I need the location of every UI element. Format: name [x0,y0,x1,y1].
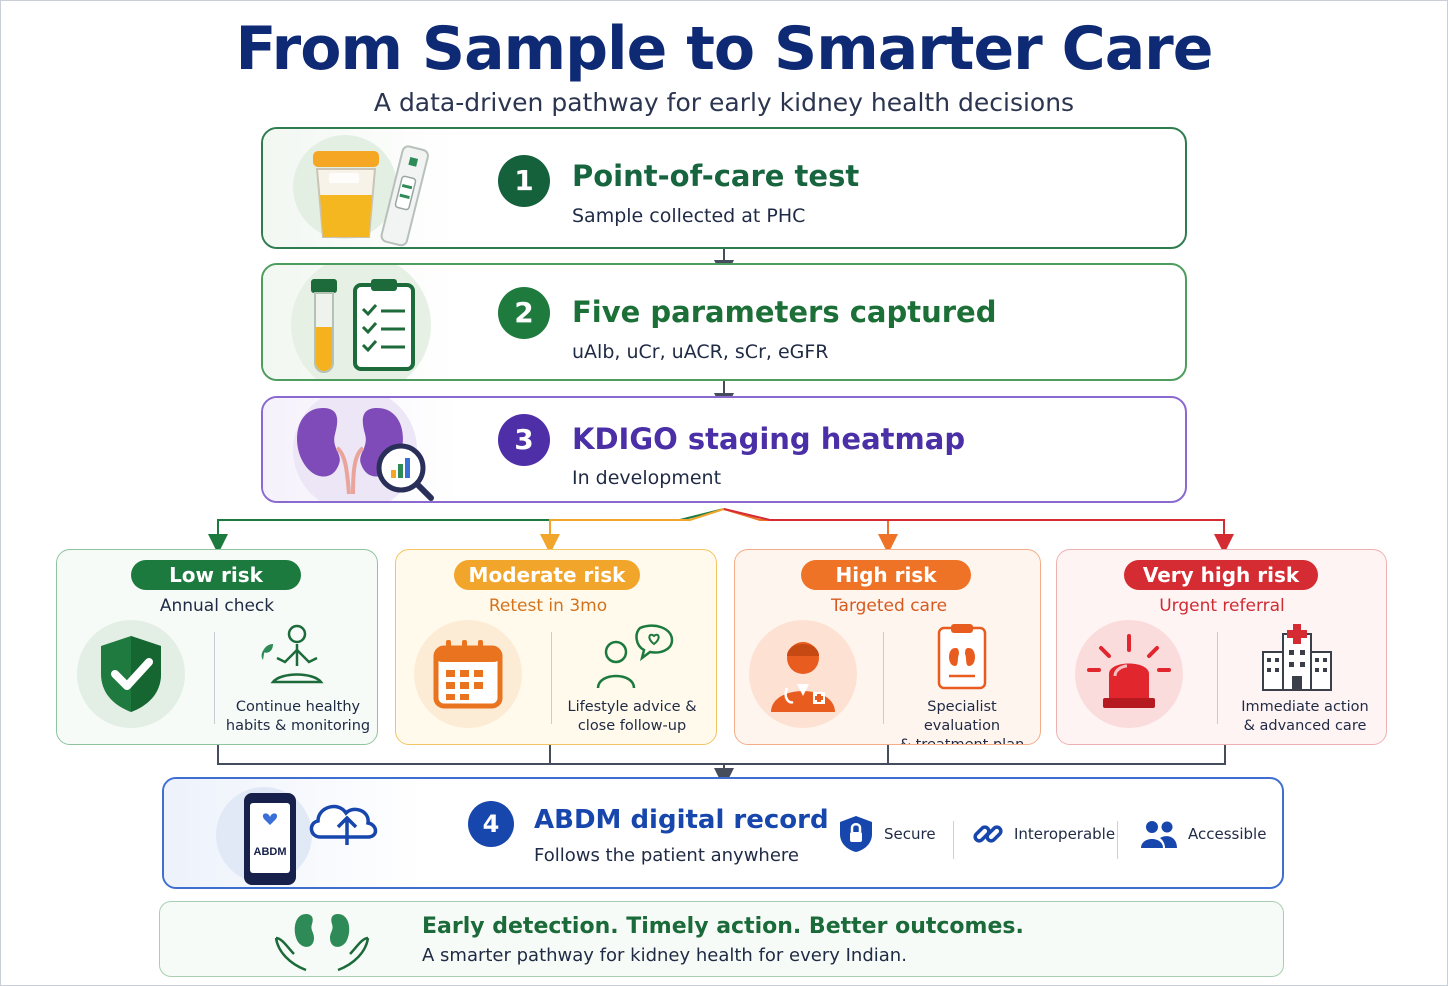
phone-cloud-upload-icon: ABDM [216,787,378,885]
link-icon [973,825,1003,843]
risk-action-text: Lifestyle advice & close follow-up [567,699,697,734]
risk-badge: Low risk [131,560,301,590]
step-description: Sample collected at PHC [572,205,806,227]
feature-separator [953,821,954,859]
step-icon-panel: ABDM [164,779,424,887]
feature-interoperable: Interoperable [972,817,1115,851]
risk-subtitle: Retest in 3mo [488,596,608,616]
step-number-badge: 3 [498,414,550,466]
footer-banner: Early detection. Timely action. Better o… [159,901,1284,977]
person-chat-icon [594,622,674,692]
test-tube-clipboard-icon [291,265,431,379]
risk-badge: Moderate risk [454,560,640,590]
calendar-icon [414,620,522,728]
hospital-icon [1257,622,1337,692]
risk-action-text: Continue healthy habits & monitoring [225,699,371,734]
risk-card-high: High risk Targeted care Specialist evalu… [734,549,1041,745]
urine-cup-test-strip-icon [293,135,429,247]
step-point-of-care-test: 1 Point-of-care test Sample collected at… [261,127,1187,249]
doctor-icon [749,620,857,728]
step-title: Five parameters captured [572,295,997,329]
step-icon-panel [263,265,459,379]
feature-secure: Secure [838,816,936,852]
step-number-badge: 4 [468,801,514,847]
meditation-icon [255,622,335,692]
step-five-parameters: 2 Five parameters captured uAlb, uCr, uA… [261,263,1187,381]
page-subtitle: A data-driven pathway for early kidney h… [373,88,1075,117]
shield-check-icon [77,620,185,728]
step-kdigo-heatmap: 3 KDIGO staging heatmap In development [261,396,1187,503]
step-title: ABDM digital record [534,805,829,835]
risk-divider [1217,632,1218,724]
step-description: Follows the patient anywhere [534,845,799,866]
step-number-badge: 2 [498,287,550,339]
risk-card-low: Low risk Annual check Continue healthy h… [56,549,378,745]
step-icon-panel [263,129,459,247]
risk-card-very-high: Very high risk Urgent referral [1056,549,1387,745]
step-title: KDIGO staging heatmap [572,422,966,456]
feature-accessible: Accessible [1140,817,1266,851]
clipboard-kidney-icon [923,622,1003,692]
risk-divider [551,632,552,724]
risk-divider [883,632,884,724]
step-description: uAlb, uCr, uACR, sCr, eGFR [572,341,829,363]
shield-lock-icon [840,816,872,852]
page-title: From Sample to Smarter Care [235,14,1214,84]
risk-action-text: Specialist evaluation & treatment plan [899,699,1025,745]
siren-icon [1075,620,1183,728]
step-icon-panel [263,398,459,501]
risk-subtitle: Targeted care [830,596,948,616]
step-abdm-digital-record: ABDM 4 ABDM digital record Follows the p… [162,777,1284,889]
risk-badge: High risk [801,560,971,590]
phone-label: ABDM [254,846,287,858]
risk-subtitle: Urgent referral [1159,596,1285,616]
step-description: In development [572,467,722,489]
risk-badge: Very high risk [1124,560,1318,590]
footer-title: Early detection. Timely action. Better o… [422,914,1024,939]
step-number-badge: 1 [498,155,550,207]
risk-action-text: Immediate action & advanced care [1241,699,1369,734]
kidney-magnifier-icon [293,398,434,501]
risk-divider [214,632,215,724]
risk-card-moderate: Moderate risk Retest in 3mo Lifestyle ad… [395,549,717,745]
hands-kidneys-icon [274,914,370,972]
step-title: Point-of-care test [572,159,860,193]
feature-separator [1117,821,1118,859]
footer-description: A smarter pathway for kidney health for … [422,945,907,966]
risk-subtitle: Annual check [159,596,275,616]
users-icon [1141,821,1177,848]
